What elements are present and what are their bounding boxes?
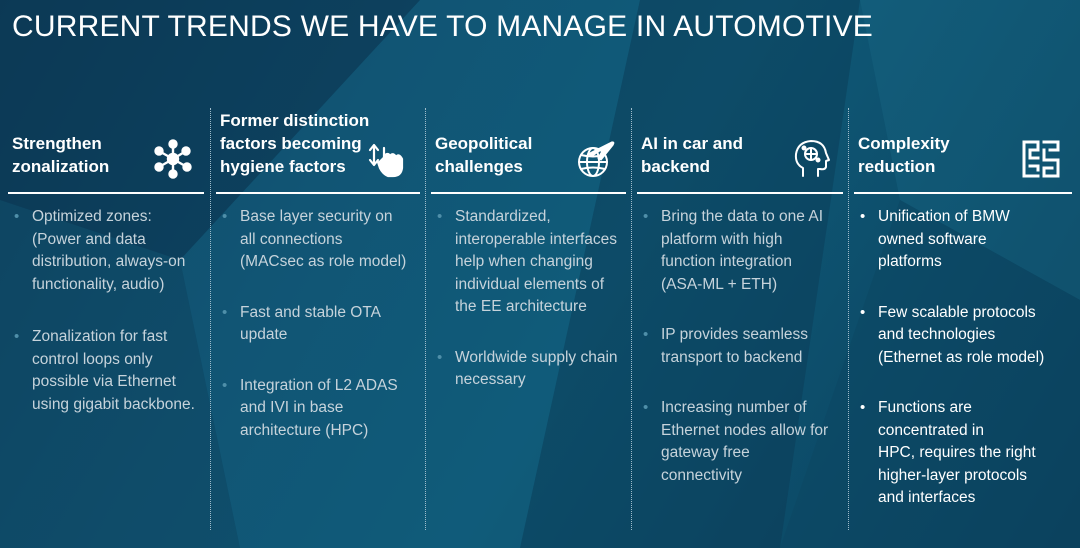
column-heading: Geopolitical challenges [435,134,533,176]
list-item: Few scalable protocols and technologies … [860,302,1072,370]
header-rule [637,192,843,194]
bullet-list: Optimized zones: (Power and data distrib… [14,206,204,430]
column-header: Geopolitical challenges [435,108,630,192]
column-heading: Complexity reduction [858,134,950,176]
column-heading: AI in car and backend [641,134,744,176]
header-rule [431,192,626,194]
column-divider [848,108,849,530]
globe-airplane-icon [574,138,616,180]
column-divider [631,108,632,530]
list-item: Integration of L2 ADAS and IVI in base a… [222,375,420,443]
network-hub-icon [152,138,194,180]
bullet-list: Unification of BMW owned software platfo… [860,206,1072,524]
list-item: Increasing number of Ethernet nodes allo… [643,397,843,487]
maze-icon [1020,138,1062,180]
column-header: Complexity reduction [858,108,1076,192]
column-heading: Former distinction factors becoming hygi… [220,111,370,176]
trend-column-hygiene-factors: Former distinction factors becoming hygi… [212,108,424,538]
list-item: IP provides seamless transport to backen… [643,324,843,369]
list-item: Bring the data to one AI platform with h… [643,206,843,296]
column-divider [210,108,211,530]
header-rule [854,192,1072,194]
trend-column-complexity: Complexity reduction Unification of BMW … [850,108,1076,538]
list-item: Fast and stable OTA update [222,302,420,347]
list-item: Zonalization for fast control loops only… [14,326,204,416]
swipe-hand-icon [368,138,410,180]
trend-column-geopolitical: Geopolitical challenges Standardized, in… [427,108,630,538]
column-header: AI in car and backend [641,108,847,192]
bullet-list: Standardized, interoperable interfaces h… [437,206,626,406]
list-item: Worldwide supply chain necessary [437,347,626,392]
list-item: Unification of BMW owned software platfo… [860,206,1072,274]
header-rule [216,192,420,194]
page-title: CURRENT TRENDS WE HAVE TO MANAGE IN AUTO… [12,10,873,43]
list-item: Optimized zones: (Power and data distrib… [14,206,204,296]
column-heading: Strengthen zonalization [12,134,110,176]
ai-brain-head-icon [791,138,833,180]
bullet-list: Base layer security on all connections (… [222,206,420,456]
trend-column-ai: AI in car and backend Bring the data to … [633,108,847,538]
header-rule [8,192,204,194]
column-header: Strengthen zonalization [12,108,208,192]
list-item: Base layer security on all connections (… [222,206,420,274]
column-divider [425,108,426,530]
trend-column-zonalization: Strengthen zonalization Optimized zones:… [4,108,208,538]
column-header: Former distinction factors becoming hygi… [220,108,424,192]
list-item: Functions are concentrated in HPC, requi… [860,397,1072,510]
bullet-list: Bring the data to one AI platform with h… [643,206,843,501]
list-item: Standardized, interoperable interfaces h… [437,206,626,319]
